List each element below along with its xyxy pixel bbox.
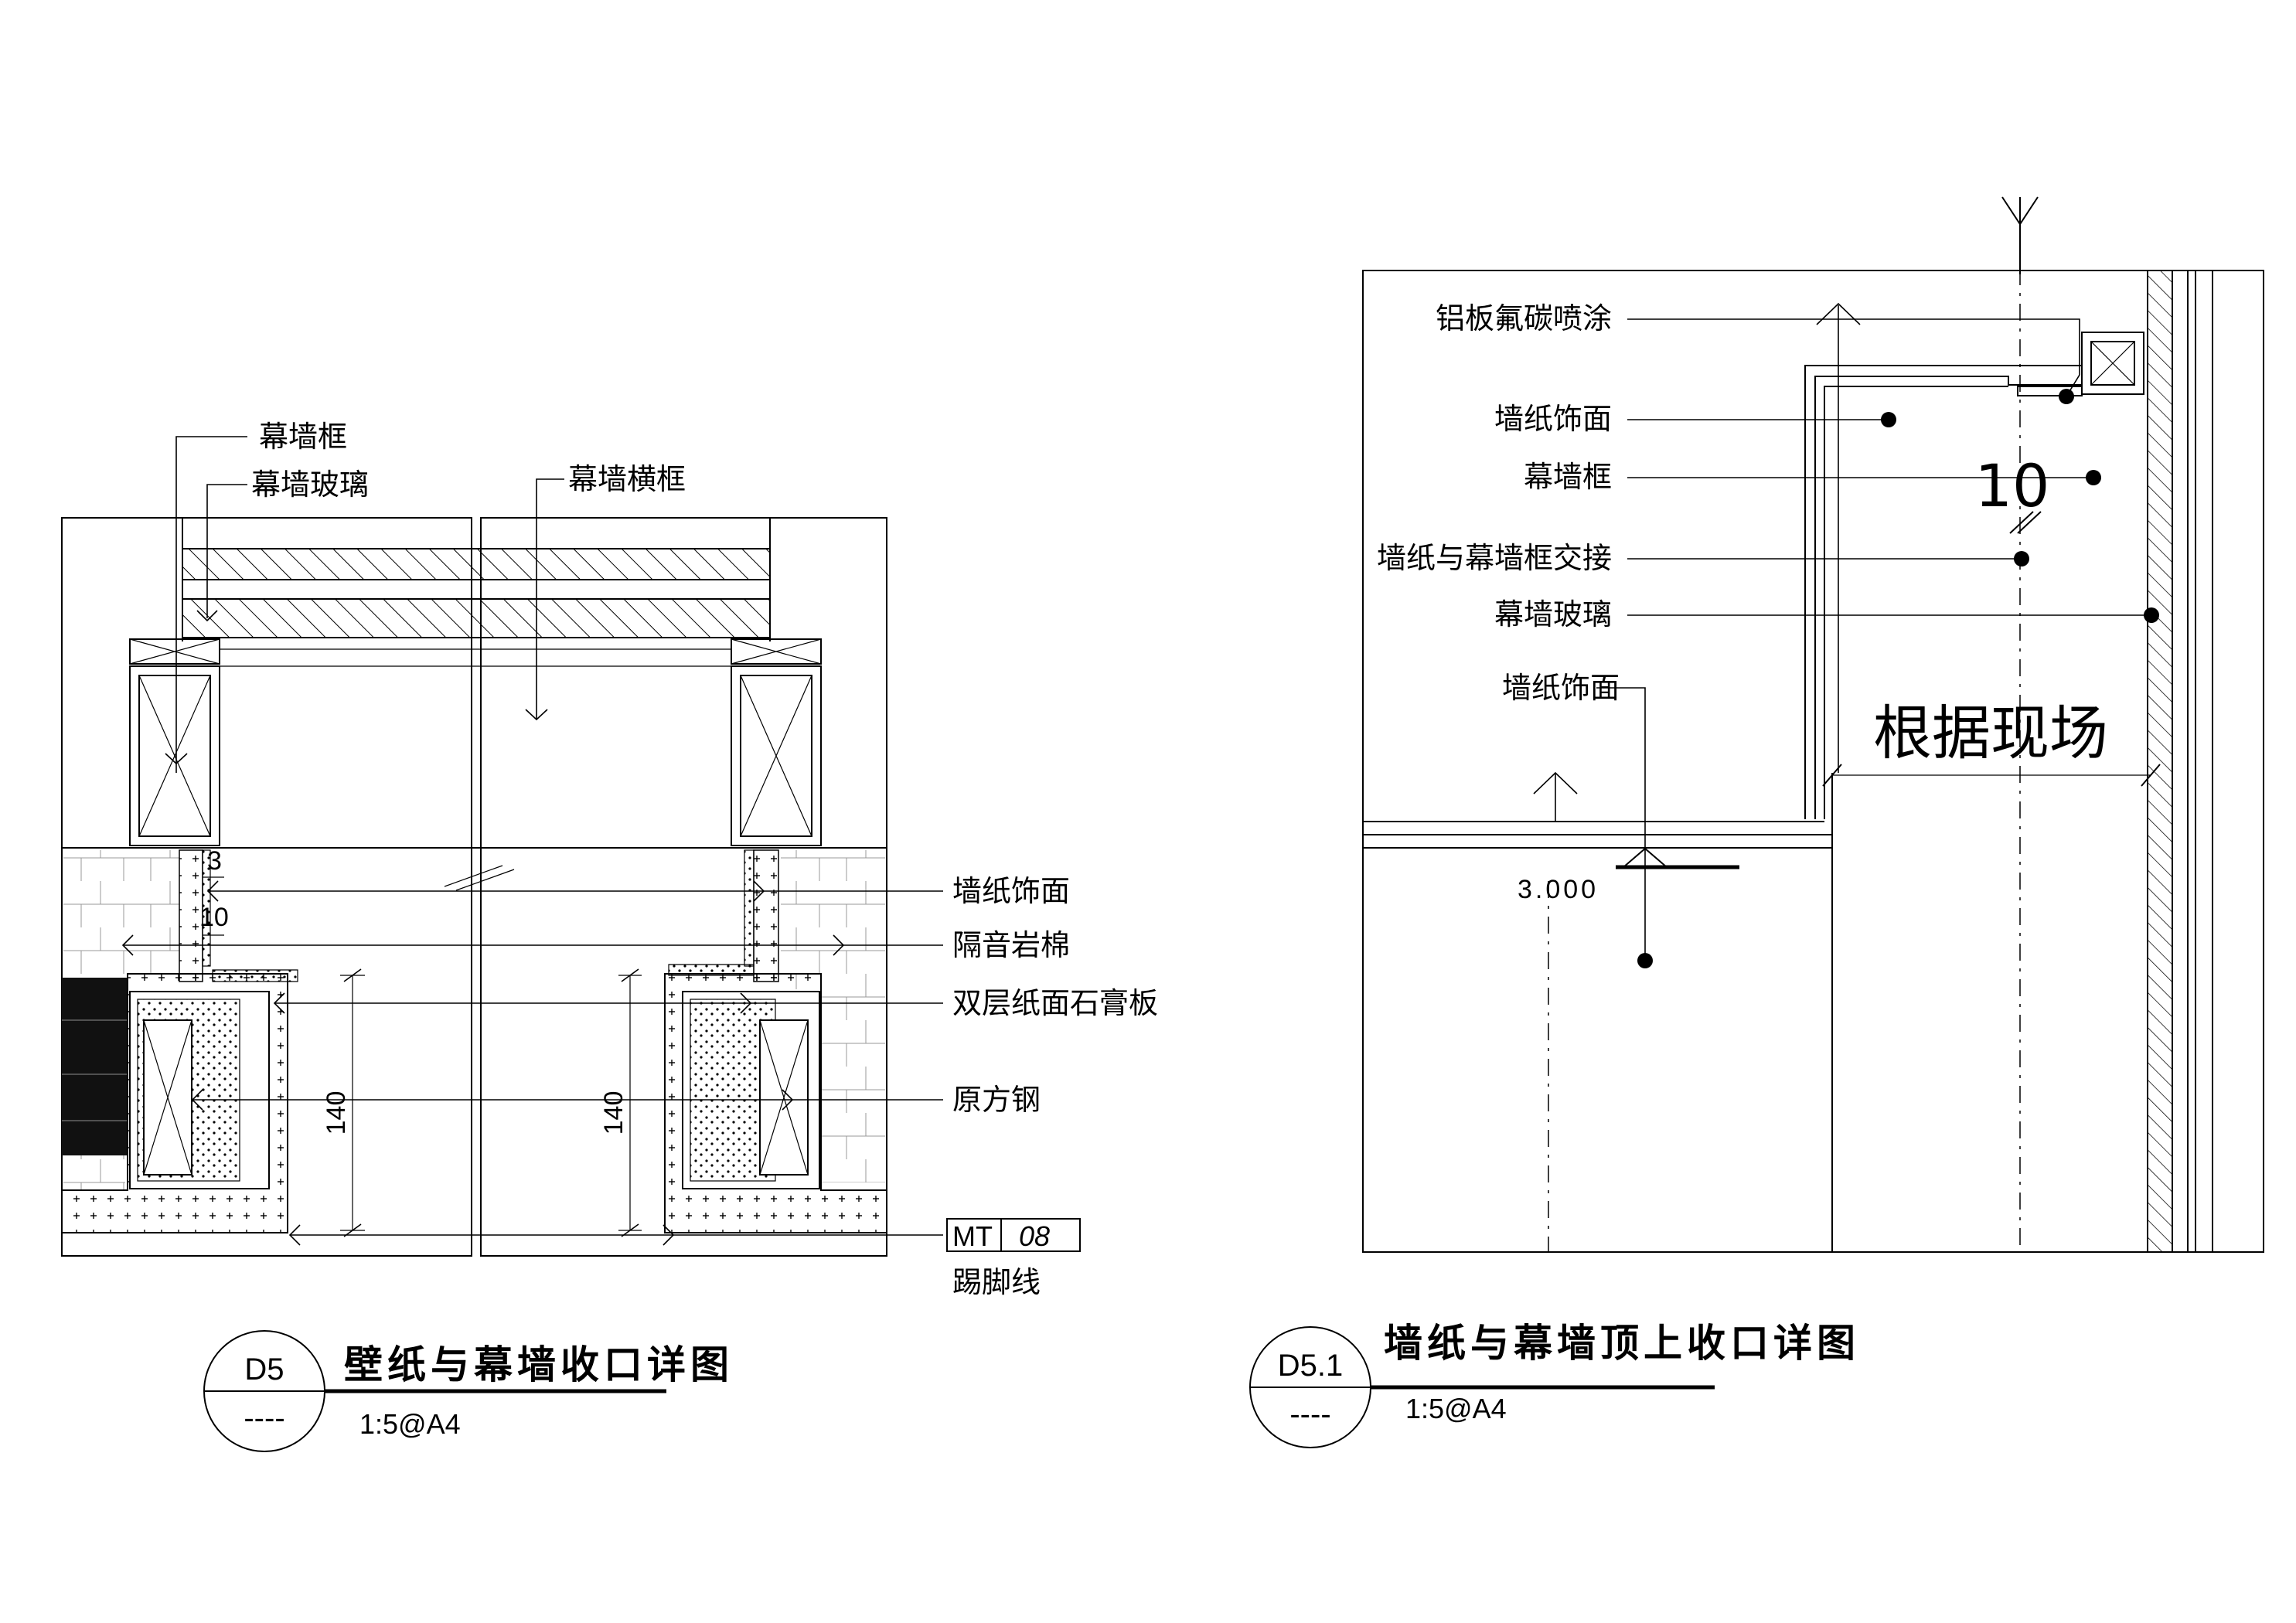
callout-skirting: 踢脚线 bbox=[952, 1265, 1041, 1299]
right-detail-d5-1: 根据现场 10 3.000 铝板氟碳喷涂 墙纸饰面 幕墙框 墙纸与幕墙框交接 幕… bbox=[1249, 196, 2264, 1448]
left-panel-a bbox=[61, 517, 472, 1257]
curtain-glass-section bbox=[2147, 270, 2173, 1253]
callout-wallpaper-2: 墙纸饰面 bbox=[1502, 671, 1620, 705]
transom-band-lower bbox=[182, 598, 771, 638]
title-scale-d5: 1:5@A4 bbox=[359, 1408, 461, 1440]
callout-gypsum: 双层纸面石膏板 bbox=[952, 986, 1158, 1020]
dark-stone-block bbox=[62, 978, 128, 1155]
title-scale-d5-1: 1:5@A4 bbox=[1405, 1393, 1507, 1424]
callout-wallpaper-1: 墙纸饰面 bbox=[1494, 402, 1612, 436]
frame-cap-right bbox=[731, 638, 822, 665]
callout-steel: 原方钢 bbox=[952, 1083, 1041, 1117]
callout-rockwool: 隔音岩棉 bbox=[952, 928, 1070, 962]
transom-band-upper bbox=[182, 548, 771, 580]
callout-curtain-glass-right: 幕墙玻璃 bbox=[1494, 597, 1612, 631]
dim-140-left: 140 bbox=[322, 1091, 351, 1135]
callout-junction: 墙纸与幕墙框交接 bbox=[1377, 541, 1612, 575]
material-tag bbox=[946, 1218, 1081, 1252]
callout-transom: 幕墙横框 bbox=[568, 462, 686, 496]
title-id-d5-1: D5.1 bbox=[1278, 1349, 1344, 1383]
material-tag-code: MT bbox=[952, 1220, 993, 1252]
curtain-frame-left bbox=[129, 665, 220, 846]
callout-curtain-frame-right: 幕墙框 bbox=[1524, 460, 1612, 494]
left-panel-b bbox=[480, 517, 887, 1257]
curtain-frame-box bbox=[2081, 332, 2144, 395]
dim-140-right: 140 bbox=[599, 1091, 629, 1135]
right-outer-frame bbox=[1362, 270, 2264, 1253]
dim-10-right: 10 bbox=[1975, 451, 2050, 520]
brick-wall-right-upper bbox=[781, 850, 885, 989]
callout-wallpaper: 墙纸饰面 bbox=[952, 874, 1070, 908]
title-id-d5: D5 bbox=[244, 1352, 284, 1387]
material-tag-num: 08 bbox=[1019, 1220, 1050, 1252]
title-text-d5-1: 墙纸与幕墙顶上收口详图 bbox=[1384, 1320, 1860, 1366]
callout-curtain-frame: 幕墙框 bbox=[259, 420, 347, 454]
curtain-frame-right bbox=[731, 665, 822, 846]
rockwool-left bbox=[179, 849, 203, 982]
rockwool-right bbox=[753, 849, 779, 982]
callout-curtain-glass: 幕墙玻璃 bbox=[251, 468, 369, 502]
dim-3: 3 bbox=[207, 846, 222, 876]
dim-10: 10 bbox=[199, 903, 229, 932]
title-text-d5: 壁纸与幕墙收口详图 bbox=[344, 1342, 734, 1387]
title-sub-d5: ---- bbox=[244, 1401, 284, 1435]
left-detail-d5: 140 140 3 10 幕墙框 幕墙玻璃 幕墙横框 墙纸饰面 隔音岩棉 bbox=[61, 420, 1158, 1452]
site-dimension-note: 根据现场 bbox=[1873, 699, 2108, 767]
frame-cap-left bbox=[129, 638, 220, 665]
title-sub-d5-1: ---- bbox=[1289, 1397, 1330, 1431]
elevation-mark: 3.000 bbox=[1518, 875, 1599, 904]
brick-wall-left-upper bbox=[63, 850, 179, 974]
callout-aluminum: 铝板氟碳喷涂 bbox=[1436, 301, 1612, 335]
